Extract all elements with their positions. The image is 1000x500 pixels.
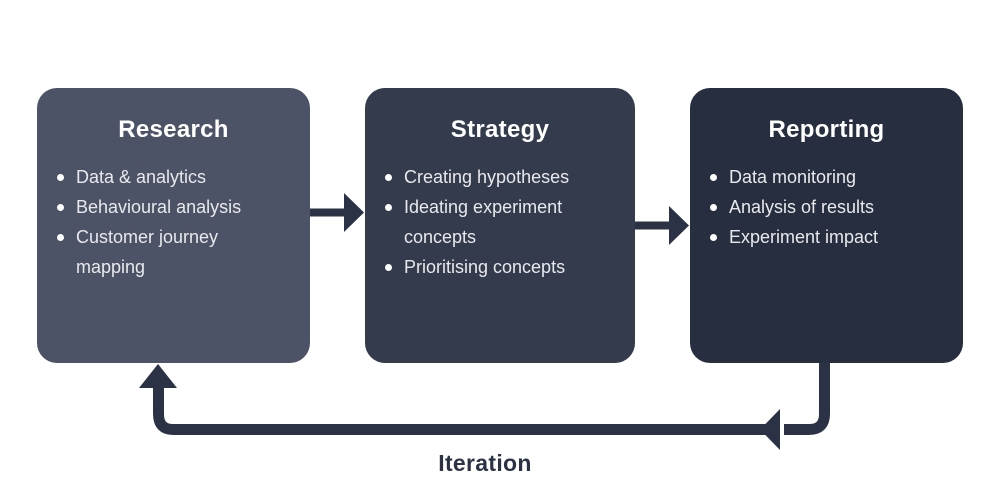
bullet-dot-icon: [385, 174, 392, 181]
bullet-dot-icon: [385, 204, 392, 211]
arrow-research-to-strategy-icon: [310, 193, 364, 232]
list-item-text: Prioritising concepts: [404, 257, 566, 277]
list-item: Data monitoring: [710, 162, 943, 192]
arrow-loop-return-to-research-icon: [139, 364, 778, 435]
list-item-text: Behavioural analysis: [76, 197, 242, 217]
list-item-text: Analysis of results: [729, 197, 875, 217]
list-item-text: Creating hypotheses: [404, 167, 570, 187]
list-item-text: Data monitoring: [729, 167, 857, 187]
bullet-dot-icon: [57, 204, 64, 211]
arrow-reporting-loop-down-icon: [760, 363, 830, 450]
list-item: Customer journey mapping: [57, 222, 290, 282]
reporting-box-title: Reporting: [768, 116, 885, 143]
list-item: Prioritising concepts: [385, 252, 615, 282]
research-box: Research Data & analytics Behavioural an…: [37, 88, 310, 363]
list-item-text: Experiment impact: [729, 227, 879, 247]
bullet-dot-icon: [57, 174, 64, 181]
list-item: Behavioural analysis: [57, 192, 290, 222]
strategy-box: Strategy Creating hypotheses Ideating ex…: [365, 88, 635, 363]
strategy-box-list: Creating hypotheses Ideating experiment …: [385, 162, 615, 282]
list-item: Experiment impact: [710, 222, 943, 252]
strategy-box-title: Strategy: [450, 116, 550, 143]
bullet-dot-icon: [710, 234, 717, 241]
bullet-dot-icon: [710, 174, 717, 181]
list-item-text: Data & analytics: [76, 167, 207, 187]
list-item-text: Ideating experiment concepts: [404, 197, 563, 247]
arrow-strategy-to-reporting-icon: [635, 206, 689, 245]
list-item: Analysis of results: [710, 192, 943, 222]
list-item-text: Customer journey mapping: [76, 227, 219, 277]
bullet-dot-icon: [57, 234, 64, 241]
list-item: Data & analytics: [57, 162, 290, 192]
reporting-box: Reporting Data monitoring Analysis of re…: [690, 88, 963, 363]
bullet-dot-icon: [385, 264, 392, 271]
reporting-box-list: Data monitoring Analysis of results Expe…: [710, 162, 943, 252]
list-item: Ideating experiment concepts: [385, 192, 615, 252]
research-box-list: Data & analytics Behavioural analysis Cu…: [57, 162, 290, 282]
iteration-label: Iteration: [438, 450, 532, 476]
list-item: Creating hypotheses: [385, 162, 615, 192]
bullet-dot-icon: [710, 204, 717, 211]
research-box-title: Research: [118, 116, 229, 143]
